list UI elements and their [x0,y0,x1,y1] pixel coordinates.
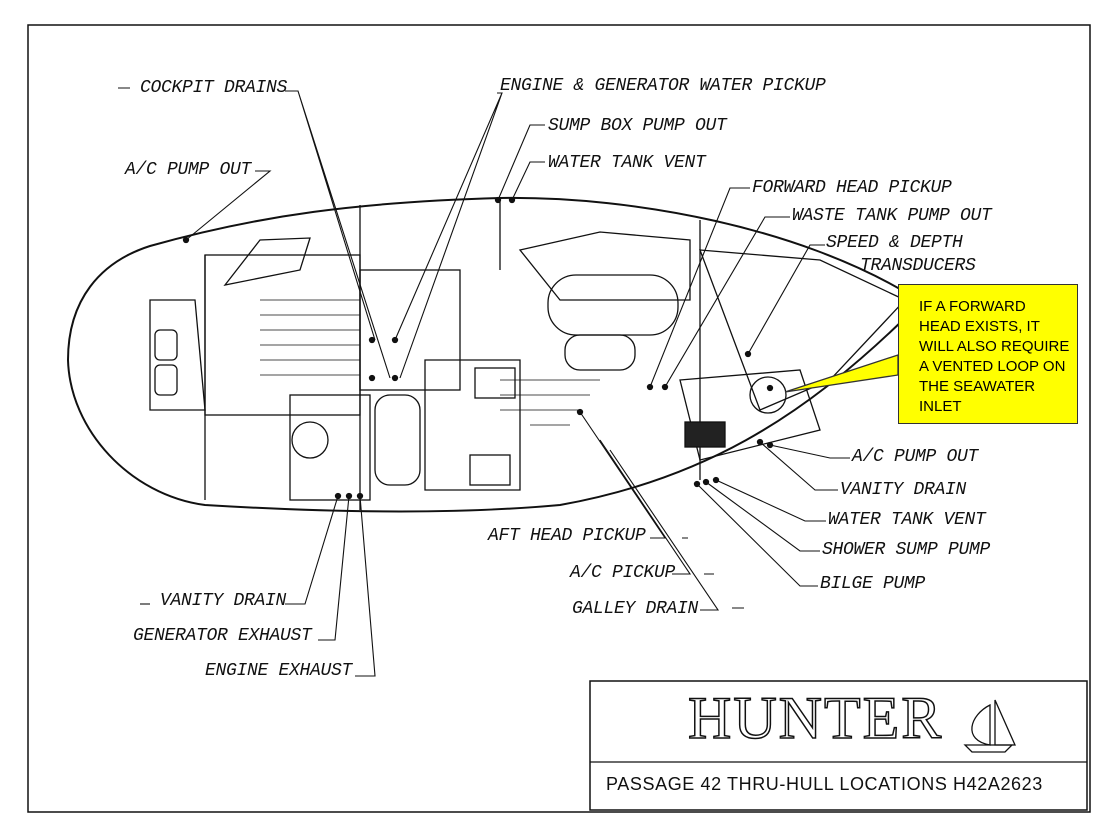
deck-line [204,198,701,510]
aft-head [289,394,371,501]
label-aft-head-pickup: AFT HEAD PICKUP [488,526,646,546]
label-generator-exhaust: GENERATOR EXHAUST [133,626,312,646]
drawing-border [27,24,1091,813]
label-engine-exhaust: ENGINE EXHAUST [205,661,353,681]
label-ac-pickup: A/C PICKUP [570,563,676,583]
label-water-tank-vent-top: WATER TANK VENT [548,153,706,173]
wheel-box [154,329,178,361]
label-shower-sump-pump: SHOWER SUMP PUMP [822,540,991,560]
callout-line: HEAD EXISTS, IT [919,318,1040,335]
label-forward-head-pickup: FORWARD HEAD PICKUP [752,178,952,198]
label-water-tank-vent-bottom: WATER TANK VENT [828,510,986,530]
label-waste-tank-pump-out: WASTE TANK PUMP OUT [792,206,992,226]
label-galley-drain: GALLEY DRAIN [572,599,699,619]
callout-pointer [784,354,899,393]
callout-line: THE SEAWATER [919,378,1036,395]
label-vanity-drain-left: VANITY DRAIN [160,591,287,611]
label-bilge-pump: BILGE PUMP [820,574,926,594]
label-ac-pump-out-right: A/C PUMP OUT [852,447,979,467]
callout-line: IF A FORWARD [919,298,1026,315]
hunter-logo: HUNTER [687,685,944,751]
title-block [589,680,1088,811]
label-engine-generator-water-pickup: ENGINE & GENERATOR WATER PICKUP [500,76,826,96]
settee [518,231,691,301]
label-cockpit-drains: COCKPIT DRAINS [140,78,288,98]
label-vanity-drain-right: VANITY DRAIN [840,480,967,500]
label-speed-depth: SPEED & DEPTH [826,233,963,253]
callout-line: INLET [919,398,962,415]
forward-cabin [699,249,907,411]
label-transducers: TRANSDUCERS [860,256,976,276]
hatching [260,299,600,426]
sailboat-logo-icon [963,699,1017,753]
callout-line: WILL ALSO REQUIRE [919,338,1070,355]
galley [424,359,521,491]
drawing-title: PASSAGE 42 THRU-HULL LOCATIONS H42A2623 [606,774,1043,794]
label-ac-pump-out-left: A/C PUMP OUT [125,160,252,180]
saloon-table [547,274,679,336]
leader-lines [118,87,850,677]
thru-hull-points [182,196,774,500]
forward-head-callout: IF A FORWARD HEAD EXISTS, IT WILL ALSO R… [898,284,1078,424]
label-sump-box-pump-out: SUMP BOX PUMP OUT [548,116,727,136]
callout-line: A VENTED LOOP ON [919,358,1066,375]
aft-cabin [204,254,361,416]
